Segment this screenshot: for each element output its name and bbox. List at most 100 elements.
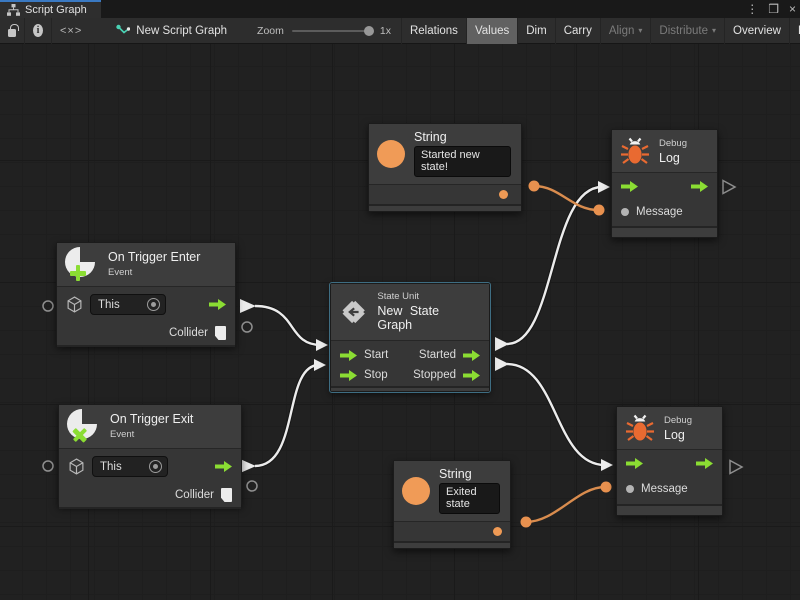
- unconnected-flow-triangle[interactable]: [729, 459, 744, 475]
- node-string-top[interactable]: String Started new state!: [368, 123, 522, 212]
- wire-arrowhead: [314, 359, 326, 371]
- flow-input-port[interactable]: [626, 458, 643, 469]
- zoom-slider[interactable]: [291, 25, 374, 36]
- flow-output-port[interactable]: [209, 299, 226, 310]
- node-state-unit[interactable]: State Unit New State Graph Start Started…: [329, 282, 491, 393]
- stop-input-port[interactable]: [340, 369, 357, 381]
- node-title: On Trigger Exit: [110, 412, 194, 426]
- port-label: Collider: [175, 489, 214, 501]
- message-input-port[interactable]: [621, 208, 629, 216]
- string-output-port[interactable]: [493, 527, 502, 536]
- unconnected-port-circle[interactable]: [42, 300, 54, 312]
- string-output-port[interactable]: [499, 190, 508, 199]
- flow-out-connector-stopped[interactable]: [495, 357, 509, 371]
- chevron-down-icon: ▾: [638, 26, 643, 35]
- node-footer: [369, 204, 521, 211]
- wire-exit-to-stop[interactable]: [254, 363, 320, 468]
- window-menu-icon[interactable]: ⋮: [746, 2, 759, 16]
- full-screen-button[interactable]: Full Screen: [788, 17, 800, 44]
- tab-script-graph[interactable]: Script Graph: [0, 0, 101, 18]
- zoom-value: 1x: [379, 24, 391, 37]
- started-output-port[interactable]: [463, 349, 480, 361]
- graph-name: New Script Graph: [136, 24, 228, 37]
- wire-stopped-to-log[interactable]: [506, 362, 606, 467]
- flow-out-connector-started[interactable]: [495, 337, 509, 351]
- node-footer: [617, 504, 722, 515]
- node-debug-log-bottom[interactable]: Debug Log Message: [616, 406, 723, 516]
- window-close-icon[interactable]: ×: [788, 2, 796, 16]
- node-subtitle: Event: [110, 429, 135, 440]
- wire-arrowhead: [316, 339, 328, 351]
- tab-title: Script Graph: [25, 4, 87, 16]
- node-title: Log: [659, 150, 680, 165]
- plus-icon: [70, 265, 86, 281]
- message-input-port[interactable]: [626, 485, 634, 493]
- node-debug-log-top[interactable]: Debug Log Message: [611, 129, 718, 238]
- wire-arrowhead: [598, 181, 610, 193]
- carry-button[interactable]: Carry: [554, 17, 600, 44]
- node-footer: [57, 345, 235, 347]
- info-button[interactable]: [24, 17, 51, 44]
- flow-out-connector-exit[interactable]: [240, 459, 256, 473]
- node-on-trigger-exit[interactable]: On Trigger Exit Event This Collider: [58, 404, 242, 509]
- stopped-output-port[interactable]: [463, 369, 480, 381]
- lock-button[interactable]: [0, 18, 24, 44]
- wire-string-to-message-top[interactable]: [533, 184, 599, 212]
- target-object-field[interactable]: This: [90, 294, 166, 315]
- port-label: Stop: [364, 369, 388, 381]
- flow-output-port[interactable]: [696, 458, 713, 469]
- gameobject-cube-icon: [69, 458, 84, 475]
- node-kind: Debug: [664, 414, 692, 426]
- node-footer: [331, 386, 489, 391]
- bug-icon: [626, 414, 654, 441]
- wire-started-to-log[interactable]: [506, 185, 603, 346]
- string-value-input[interactable]: Started new state!: [414, 146, 511, 177]
- unconnected-port-circle[interactable]: [241, 321, 253, 333]
- target-object-field[interactable]: This: [92, 456, 168, 477]
- node-title: New State Graph: [377, 304, 440, 332]
- window-maximize-icon[interactable]: ❒: [768, 2, 779, 16]
- value-in-connector[interactable]: [600, 481, 612, 493]
- align-button[interactable]: Align ▾: [599, 17, 651, 44]
- node-on-trigger-enter[interactable]: On Trigger Enter Event This Collider: [56, 242, 236, 347]
- wire-string-to-message-bottom[interactable]: [525, 485, 606, 524]
- graph-title-button[interactable]: New Script Graph: [108, 18, 235, 44]
- port-label: Message: [641, 483, 688, 495]
- graph-canvas[interactable]: String Started new state! Debug Log: [0, 44, 800, 600]
- flow-out-connector-enter[interactable]: [240, 299, 256, 313]
- value-out-connector[interactable]: [520, 516, 532, 528]
- distribute-button[interactable]: Distribute ▾: [650, 17, 724, 44]
- value-in-connector[interactable]: [593, 204, 605, 216]
- collider-output-port[interactable]: [221, 488, 232, 502]
- unconnected-port-circle[interactable]: [246, 480, 258, 492]
- overview-button[interactable]: Overview: [724, 17, 789, 44]
- string-type-icon: [402, 476, 430, 505]
- node-footer: [394, 541, 510, 548]
- port-label: Collider: [169, 327, 208, 339]
- node-string-bottom[interactable]: String Exited state: [393, 460, 511, 549]
- wire-enter-to-start[interactable]: [254, 304, 322, 347]
- wire-layer: [42, 179, 744, 528]
- collider-output-port[interactable]: [215, 326, 226, 340]
- object-picker-icon[interactable]: [149, 460, 162, 473]
- string-value-input[interactable]: Exited state: [439, 483, 500, 514]
- flow-output-port[interactable]: [215, 461, 232, 472]
- preview-code-button[interactable]: <×>: [51, 17, 90, 44]
- dim-button[interactable]: Dim: [517, 17, 554, 44]
- node-footer: [59, 507, 241, 509]
- node-title: On Trigger Enter: [108, 250, 201, 264]
- state-unit-icon: [339, 296, 369, 327]
- graph-tab-icon: [7, 4, 20, 16]
- zoom-slider-handle[interactable]: [363, 25, 374, 36]
- unconnected-flow-triangle[interactable]: [722, 179, 737, 195]
- relations-button[interactable]: Relations: [400, 17, 466, 44]
- value-out-connector[interactable]: [528, 180, 540, 192]
- flow-input-port[interactable]: [621, 181, 638, 192]
- values-button[interactable]: Values: [465, 17, 518, 44]
- info-icon: [33, 24, 43, 37]
- flow-output-port[interactable]: [691, 181, 708, 192]
- code-icon: <×>: [60, 24, 83, 37]
- unconnected-port-circle[interactable]: [42, 460, 54, 472]
- start-input-port[interactable]: [340, 349, 357, 361]
- object-picker-icon[interactable]: [147, 298, 160, 311]
